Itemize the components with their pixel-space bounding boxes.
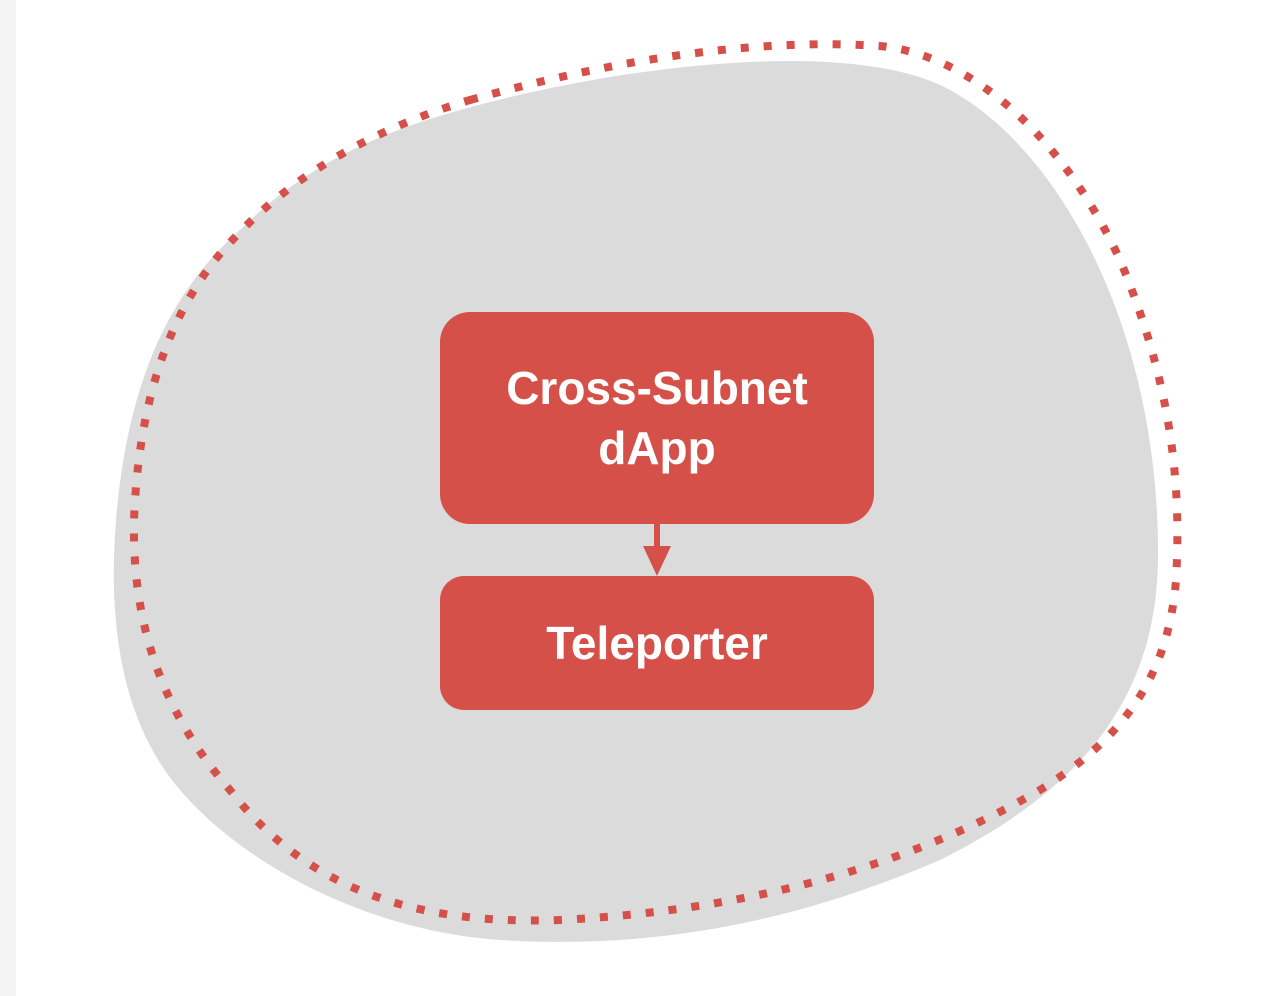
- arrowhead-icon: [643, 546, 671, 576]
- node-dapp-label-line1: Cross-Subnet: [506, 362, 808, 414]
- left-edge-strip: [0, 0, 16, 996]
- node-teleporter-label: Teleporter: [546, 617, 768, 669]
- node-dapp-label-line2: dApp: [598, 422, 716, 474]
- node-cross-subnet-dapp: Cross-Subnet dApp: [440, 312, 874, 524]
- node-teleporter: Teleporter: [440, 576, 874, 710]
